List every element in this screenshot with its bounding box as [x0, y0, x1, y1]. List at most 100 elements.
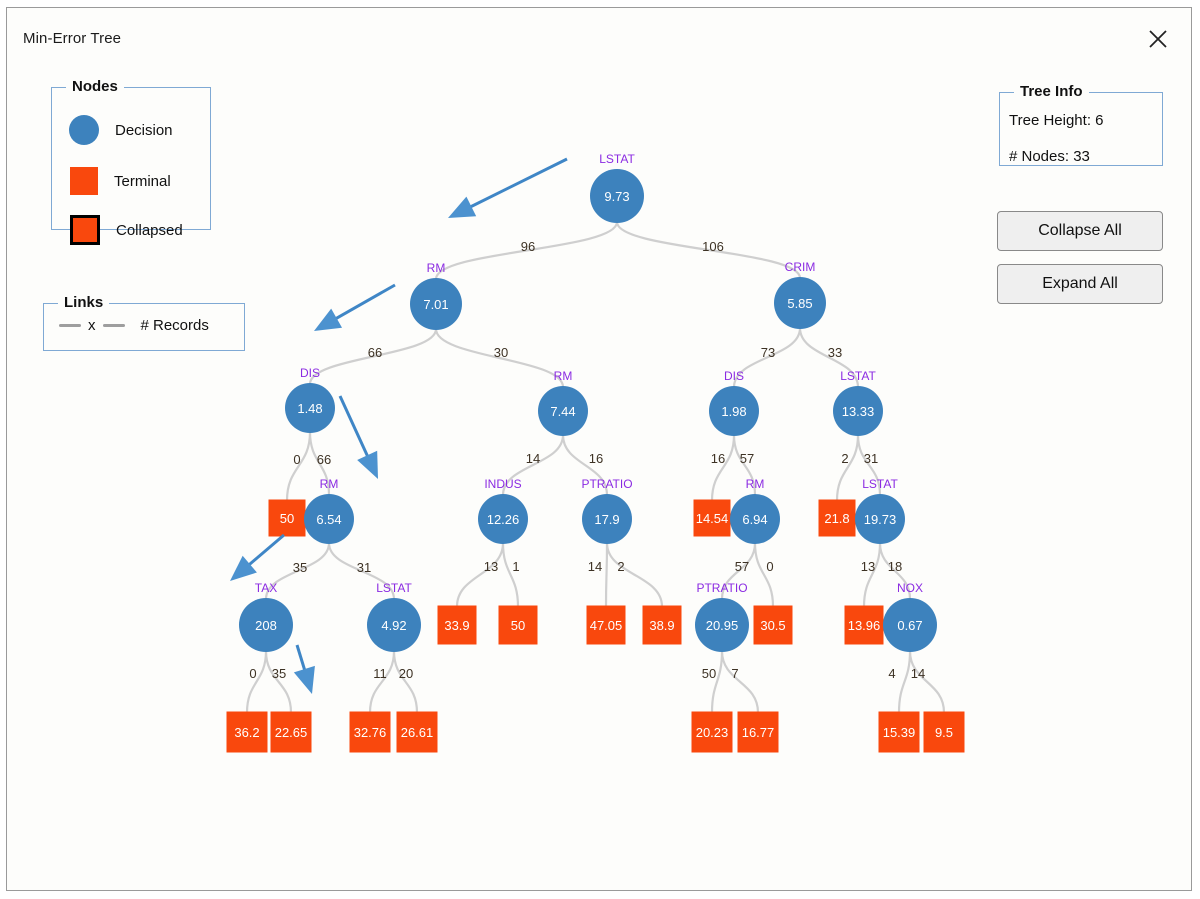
node-shape-square[interactable]: [349, 711, 391, 753]
tree-link: [856, 434, 882, 496]
node-value: 5.85: [787, 296, 812, 311]
annotation-arrow-head: [448, 196, 477, 218]
node-shape-square[interactable]: [437, 605, 477, 645]
terminal-node[interactable]: 22.65: [270, 711, 312, 753]
node-value: 7.44: [550, 404, 575, 419]
tree-link: [501, 434, 565, 496]
node-value: 208: [255, 618, 277, 633]
terminal-node[interactable]: 14.54: [693, 499, 731, 537]
collapse-all-button[interactable]: Collapse All: [997, 211, 1163, 251]
terminal-node[interactable]: 21.8: [818, 499, 856, 537]
link-symbol: x: [88, 317, 96, 334]
terminal-node[interactable]: 36.2: [226, 711, 268, 753]
node-shape-square[interactable]: [268, 499, 306, 537]
node-shape-square[interactable]: [737, 711, 779, 753]
edge-record-count: 31: [357, 560, 371, 575]
tree-link: [561, 434, 609, 496]
terminal-node[interactable]: 26.61: [396, 711, 438, 753]
terminal-node[interactable]: 47.05: [586, 605, 626, 645]
node-shape-square[interactable]: [818, 499, 856, 537]
node-shape-square[interactable]: [844, 605, 884, 645]
node-value: 17.9: [594, 512, 619, 527]
legend-item-terminal: Terminal: [70, 167, 171, 195]
node-shape-square[interactable]: [226, 711, 268, 753]
node-shape-circle[interactable]: [304, 494, 354, 544]
terminal-node[interactable]: 13.96: [844, 605, 884, 645]
node-shape-circle[interactable]: [239, 598, 293, 652]
tree-link: [732, 434, 757, 496]
edge-record-count: 16: [589, 451, 603, 466]
expand-all-button[interactable]: Expand All: [997, 264, 1163, 304]
decision-node[interactable]: RM7.01: [410, 261, 462, 330]
terminal-node[interactable]: 16.77: [737, 711, 779, 753]
edge-record-count: 0: [249, 666, 256, 681]
terminal-node[interactable]: 30.5: [753, 605, 793, 645]
tree-link: [710, 434, 736, 501]
close-icon[interactable]: [1143, 24, 1173, 54]
terminal-node[interactable]: 15.39: [878, 711, 920, 753]
tree-nodes[interactable]: LSTAT9.73RM7.01CRIM5.85DIS1.48RM7.44DIS1…: [226, 152, 965, 753]
legend-item-records: x # Records: [59, 317, 209, 334]
node-shape-square[interactable]: [498, 605, 538, 645]
node-shape-square[interactable]: [642, 605, 682, 645]
node-shape-circle[interactable]: [367, 598, 421, 652]
node-shape-circle[interactable]: [774, 277, 826, 329]
node-shape-circle[interactable]: [478, 494, 528, 544]
node-shape-circle[interactable]: [855, 494, 905, 544]
node-shape-circle[interactable]: [695, 598, 749, 652]
annotation-arrow-head: [293, 665, 315, 694]
edge-record-count: 0: [766, 559, 773, 574]
node-shape-square[interactable]: [691, 711, 733, 753]
decision-node[interactable]: RM6.54: [304, 477, 354, 544]
node-split-variable: LSTAT: [376, 581, 412, 595]
terminal-node[interactable]: 20.23: [691, 711, 733, 753]
terminal-node[interactable]: 50: [268, 499, 306, 537]
node-shape-circle[interactable]: [883, 598, 937, 652]
node-shape-square[interactable]: [693, 499, 731, 537]
decision-node[interactable]: RM7.44: [538, 369, 588, 436]
decision-node[interactable]: RM6.94: [730, 477, 780, 544]
node-shape-square[interactable]: [586, 605, 626, 645]
collapsed-node-icon: [70, 215, 100, 245]
terminal-node[interactable]: 32.76: [349, 711, 391, 753]
annotation-arrow-shaft: [338, 395, 371, 460]
node-split-variable: RM: [320, 477, 339, 491]
terminal-node[interactable]: 50: [498, 605, 538, 645]
node-value: 32.76: [354, 725, 387, 740]
node-shape-square[interactable]: [270, 711, 312, 753]
node-value: 16.77: [742, 725, 775, 740]
node-shape-square[interactable]: [878, 711, 920, 753]
node-shape-circle[interactable]: [590, 169, 644, 223]
node-shape-circle[interactable]: [833, 386, 883, 436]
node-shape-circle[interactable]: [709, 386, 759, 436]
node-shape-circle[interactable]: [582, 494, 632, 544]
node-shape-circle[interactable]: [538, 386, 588, 436]
node-shape-square[interactable]: [753, 605, 793, 645]
terminal-node[interactable]: 9.5: [923, 711, 965, 753]
edge-record-count: 106: [702, 239, 724, 254]
node-shape-circle[interactable]: [410, 278, 462, 330]
link-line-icon: [59, 324, 81, 327]
node-shape-square[interactable]: [923, 711, 965, 753]
edge-record-count: 20: [399, 666, 413, 681]
node-shape-circle[interactable]: [285, 383, 335, 433]
terminal-node-icon: [70, 167, 98, 195]
node-shape-square[interactable]: [396, 711, 438, 753]
terminal-node[interactable]: 38.9: [642, 605, 682, 645]
tree-link: [835, 434, 860, 501]
terminal-node[interactable]: 33.9: [437, 605, 477, 645]
node-shape-circle[interactable]: [730, 494, 780, 544]
